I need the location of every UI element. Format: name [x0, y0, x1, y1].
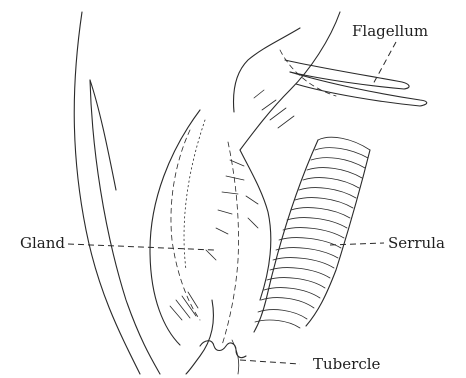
serrula-leader: [330, 243, 384, 245]
serrula-bar-right: [306, 150, 370, 326]
flagellum-base: [280, 50, 336, 96]
tubercle-outline: [200, 341, 246, 358]
interior-texture: [170, 90, 294, 320]
gland-label: Gland: [20, 236, 65, 251]
gland-outline: [150, 110, 200, 345]
serrula-label: Serrula: [388, 236, 445, 251]
body-outline-left-inner: [90, 80, 160, 374]
tubercle-leader: [240, 360, 300, 364]
serrula-bar-left: [254, 140, 318, 332]
gland-inner-dashed: [171, 130, 200, 320]
muscle-region-inner: [222, 142, 239, 345]
body-outline-left: [74, 12, 140, 374]
tubercle-label: Tubercle: [313, 357, 380, 372]
finger-inner-edge: [234, 28, 300, 112]
flagellum-rod-1: [285, 60, 409, 89]
flagellum-leader: [372, 42, 396, 86]
serrula-teeth: [255, 137, 370, 328]
flagellum-label: Flagellum: [352, 24, 428, 39]
movable-finger-outline: [186, 300, 214, 374]
movable-finger-inner: [232, 340, 239, 374]
gland-dotted: [184, 120, 205, 270]
